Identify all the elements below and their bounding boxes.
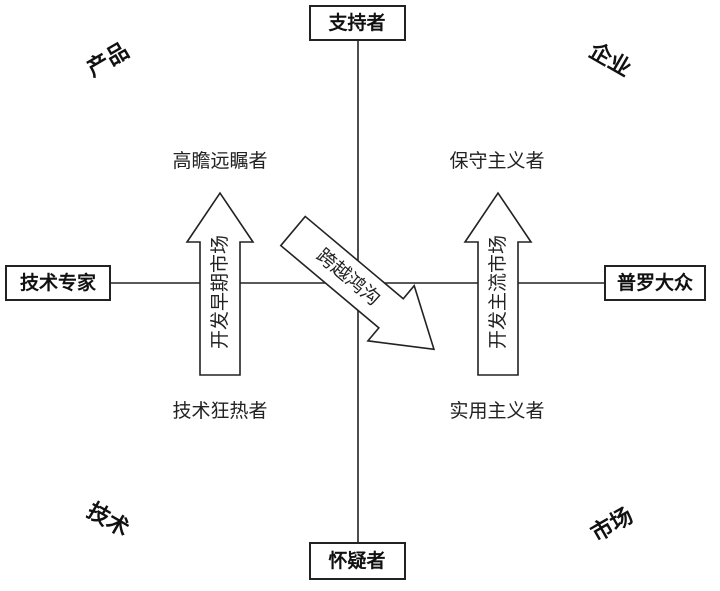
arrow-cross-chasm: 跨越鸿沟	[279, 215, 436, 351]
group-label-conservatives: 保守主义者	[449, 150, 544, 172]
axis-label-left: 技术专家	[20, 271, 97, 294]
axis-box-top: 支持者	[309, 5, 406, 41]
group-label-visionaries: 高瞻远瞩者	[172, 150, 267, 172]
corner-label-bottom-right: 市场	[586, 503, 637, 548]
corner-label-bottom-left: 技术	[82, 498, 133, 543]
arrow-label-mainstream-market: 开发主流市场	[487, 235, 509, 349]
diagonal-arrow-icon	[279, 215, 436, 351]
axis-label-top: 支持者	[327, 11, 385, 34]
corner-label-top-left: 产品	[82, 38, 133, 83]
group-label-pragmatists: 实用主义者	[449, 400, 544, 422]
group-label-enthusiasts: 技术狂热者	[172, 400, 267, 422]
arrow-early-market: 开发早期市场	[185, 191, 255, 376]
axis-box-right: 普罗大众	[604, 265, 706, 301]
axis-label-bottom: 怀疑者	[328, 549, 385, 572]
corner-label-top-right: 企业	[584, 37, 636, 82]
up-arrow-icon	[185, 191, 255, 376]
up-arrow-icon	[463, 191, 533, 376]
axis-box-left: 技术专家	[5, 265, 111, 301]
axis-box-bottom: 怀疑者	[309, 542, 406, 580]
axis-label-right: 普罗大众	[617, 271, 693, 294]
arrow-mainstream-market: 开发主流市场	[463, 191, 533, 376]
arrow-label-early-market: 开发早期市场	[209, 235, 231, 349]
